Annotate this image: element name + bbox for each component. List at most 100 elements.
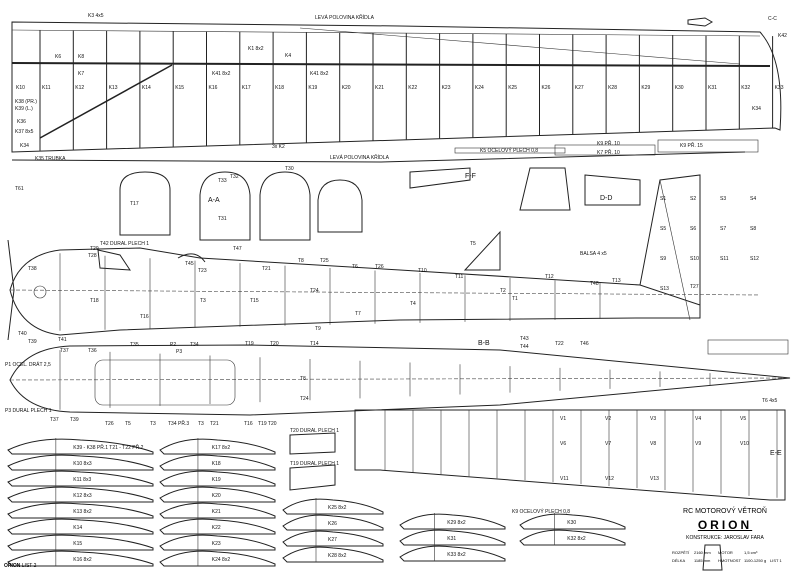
title-block: RC MOTOROVÝ VĚTROŇ ORION KONSTRUKCE: JAR… (655, 508, 795, 541)
rib-label: K33 8x2 (447, 552, 466, 558)
rib-profile: K22 (159, 518, 276, 535)
fuselage-part-label: T15 (250, 298, 259, 304)
fuselage-part-label: T34 (190, 342, 199, 348)
wing-note-k34r: K34 (752, 106, 761, 112)
stabiliser-part-label: V8 (650, 441, 656, 447)
spec-value: 1185 mm (694, 558, 711, 563)
rib-profile: K17 8x2 (159, 438, 276, 455)
fuselage-part-label: T37 (60, 348, 69, 354)
wing-note-k2: 3x K2 (272, 144, 285, 150)
fuselage-side-view (7, 174, 761, 341)
wing-rib-label: K22 (408, 85, 417, 91)
fuselage-part-label: T45 (185, 261, 194, 267)
rib-outline (282, 498, 384, 515)
fuselage-part-label: T1 (512, 296, 518, 302)
rib-label: K14 (73, 525, 82, 531)
rib-label: K13 8x2 (73, 509, 92, 515)
fin-part-label: S12 (750, 256, 759, 262)
plate-t20 (289, 432, 336, 455)
rib-outline (7, 486, 154, 503)
rib-label: K16 8x2 (73, 557, 92, 563)
wing-rib-label: K25 (508, 85, 517, 91)
rib-profile: K24 8x2 (159, 550, 276, 567)
fuselage-part-label: T27 (690, 284, 699, 290)
spec-value: 1,5 cm³ (744, 550, 758, 555)
fuselage-part-label: T11 (455, 274, 463, 280)
fuselage-part-label: T10 (418, 268, 427, 274)
stabiliser-part-label: V4 (695, 416, 701, 422)
stabiliser-part-label: V10 (740, 441, 749, 447)
wing-rib-label: K33 (775, 85, 784, 91)
section-label: E-E (770, 450, 782, 457)
top-view-label: T5 (125, 421, 131, 427)
fuselage-part-label: T19 (245, 341, 254, 347)
wing-rib-label: K20 (342, 85, 351, 91)
wing-note-k41b: K41 8x2 (310, 71, 329, 77)
rib-outline (159, 518, 276, 535)
plate-label: T20 DURAL PLECH 1 (290, 428, 339, 434)
rib-label: K10 8x3 (73, 461, 92, 467)
wing-note-k6: K6 (55, 54, 61, 60)
fuselage-part-label: T20 (270, 341, 279, 347)
spec-label: ROZPĚTÍ (672, 550, 690, 555)
plate-label: T19 DURAL PLECH 1 (290, 461, 339, 467)
fuselage-part-label: T48 (590, 281, 599, 287)
sheet-number: LIST 1 (770, 558, 782, 563)
top-view-label: T3 (150, 421, 156, 427)
fuselage-part-label: T39 (28, 339, 37, 345)
rib-profile: K16 8x2 (7, 550, 154, 567)
wing-rib-label: K12 (75, 85, 84, 91)
top-view-label: T16 (244, 421, 253, 427)
fuselage-part-label: T32 (230, 174, 239, 180)
stabiliser-part-label: V7 (605, 441, 611, 447)
fin-part-label: S7 (720, 226, 726, 232)
fuselage-part-label: T6 (352, 264, 358, 270)
fin-part-label: S8 (750, 226, 756, 232)
rib-label: K21 (212, 509, 221, 515)
rib-label: K26 (328, 521, 337, 527)
fin-part-label: S11 (720, 256, 729, 262)
section-label: B-B (478, 340, 490, 347)
section-label: D-D (600, 195, 612, 202)
wing-plan (11, 17, 782, 163)
fuselage-part-label: T3 (200, 298, 206, 304)
top-view-label: T6 4x5 (762, 398, 778, 404)
footer-label: ORION LIST 2 (4, 563, 36, 569)
fuselage-part-label: T40 (18, 331, 27, 337)
top-view-label: T21 (210, 421, 219, 427)
rib-outline (7, 454, 154, 471)
wing-rib-label: K17 (242, 85, 251, 91)
rib-label: K11 8x3 (73, 477, 91, 483)
rib-label: K28 8x2 (328, 553, 347, 559)
top-view-label: T26 (105, 421, 114, 427)
wing-note-k41a: K41 8x2 (212, 71, 231, 77)
wing-note-leading_edge_bottom: LEVÁ POLOVINA KŘÍDLA (330, 153, 390, 161)
rib-profile: K30 (519, 513, 626, 530)
rib-outline (159, 438, 276, 455)
fuselage-part-label: T35 (130, 342, 139, 348)
wing-note-k8: K8 (78, 54, 84, 60)
top-view-label: T34 PŘ.3 (168, 419, 189, 427)
wing-rib-label: K29 (641, 85, 650, 91)
title-name: ORION (697, 518, 753, 532)
fuselage-part-label: T41 (58, 337, 67, 343)
stabiliser-part-label: V12 (605, 476, 614, 482)
rib-label: K15 (73, 541, 82, 547)
fin-part-label: S5 (660, 226, 666, 232)
rib-label: K30 (567, 520, 576, 526)
wing-rib-label: K27 (575, 85, 584, 91)
wing-note-leading_edge_top: LEVÁ POLOVINA KŘÍDLA (315, 13, 375, 21)
stabiliser-part-label: V2 (605, 416, 611, 422)
rib-label: K32 8x2 (567, 536, 586, 542)
rib-outline (519, 529, 626, 546)
wing-note-k5: K5 OCELOVÝ PLECH 0,8 (480, 147, 538, 154)
stabiliser-part-label: V3 (650, 416, 656, 422)
top-view-label: T3 (198, 421, 204, 427)
fuselage-part-label: T42 DURAL PLECH 1 (100, 241, 149, 247)
wing-rib-label: K23 (442, 85, 451, 91)
spec-value: 2160 mm (694, 550, 711, 555)
rib-profile: K15 (7, 534, 154, 551)
fuselage-part-label: T22 (555, 341, 564, 347)
rib-outline (159, 502, 276, 519)
